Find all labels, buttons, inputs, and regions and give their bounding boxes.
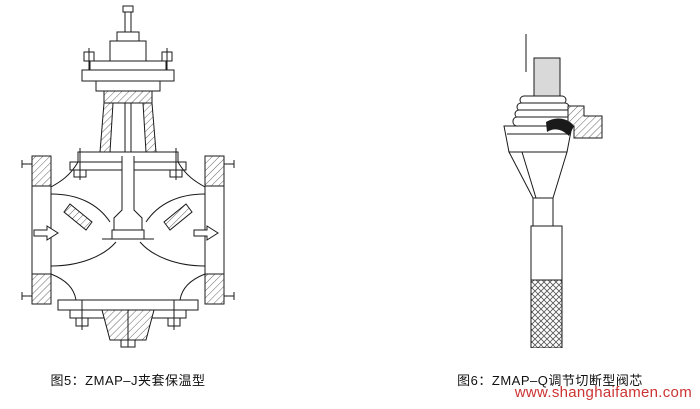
plug-head	[503, 125, 573, 199]
figure-5-caption: 图5：ZMAP–J夹套保温型	[50, 373, 206, 388]
plug-shaft	[533, 57, 561, 103]
figure-5: 图5：ZMAP–J夹套保温型	[18, 4, 238, 389]
valve-body	[21, 155, 235, 305]
yoke	[99, 102, 157, 153]
figure-6-caption: 图6：ZMAP–Q调节切断型阀芯	[457, 373, 643, 388]
figure-6: 图6：ZMAP–Q调节切断型阀芯	[450, 30, 650, 389]
plug-lower-stem	[530, 197, 563, 348]
valve-cross-section-drawing	[21, 5, 235, 348]
valve-plug	[113, 156, 143, 231]
bottom-flange	[57, 299, 199, 348]
watermark-text: www.shanghaifamen.com	[514, 384, 692, 401]
flow-arrow-right	[193, 225, 219, 241]
valve-plug-drawing	[503, 34, 603, 348]
flow-arrow-left	[33, 225, 59, 241]
seat-ring-section	[546, 105, 603, 139]
bonnet-assembly	[81, 40, 175, 104]
